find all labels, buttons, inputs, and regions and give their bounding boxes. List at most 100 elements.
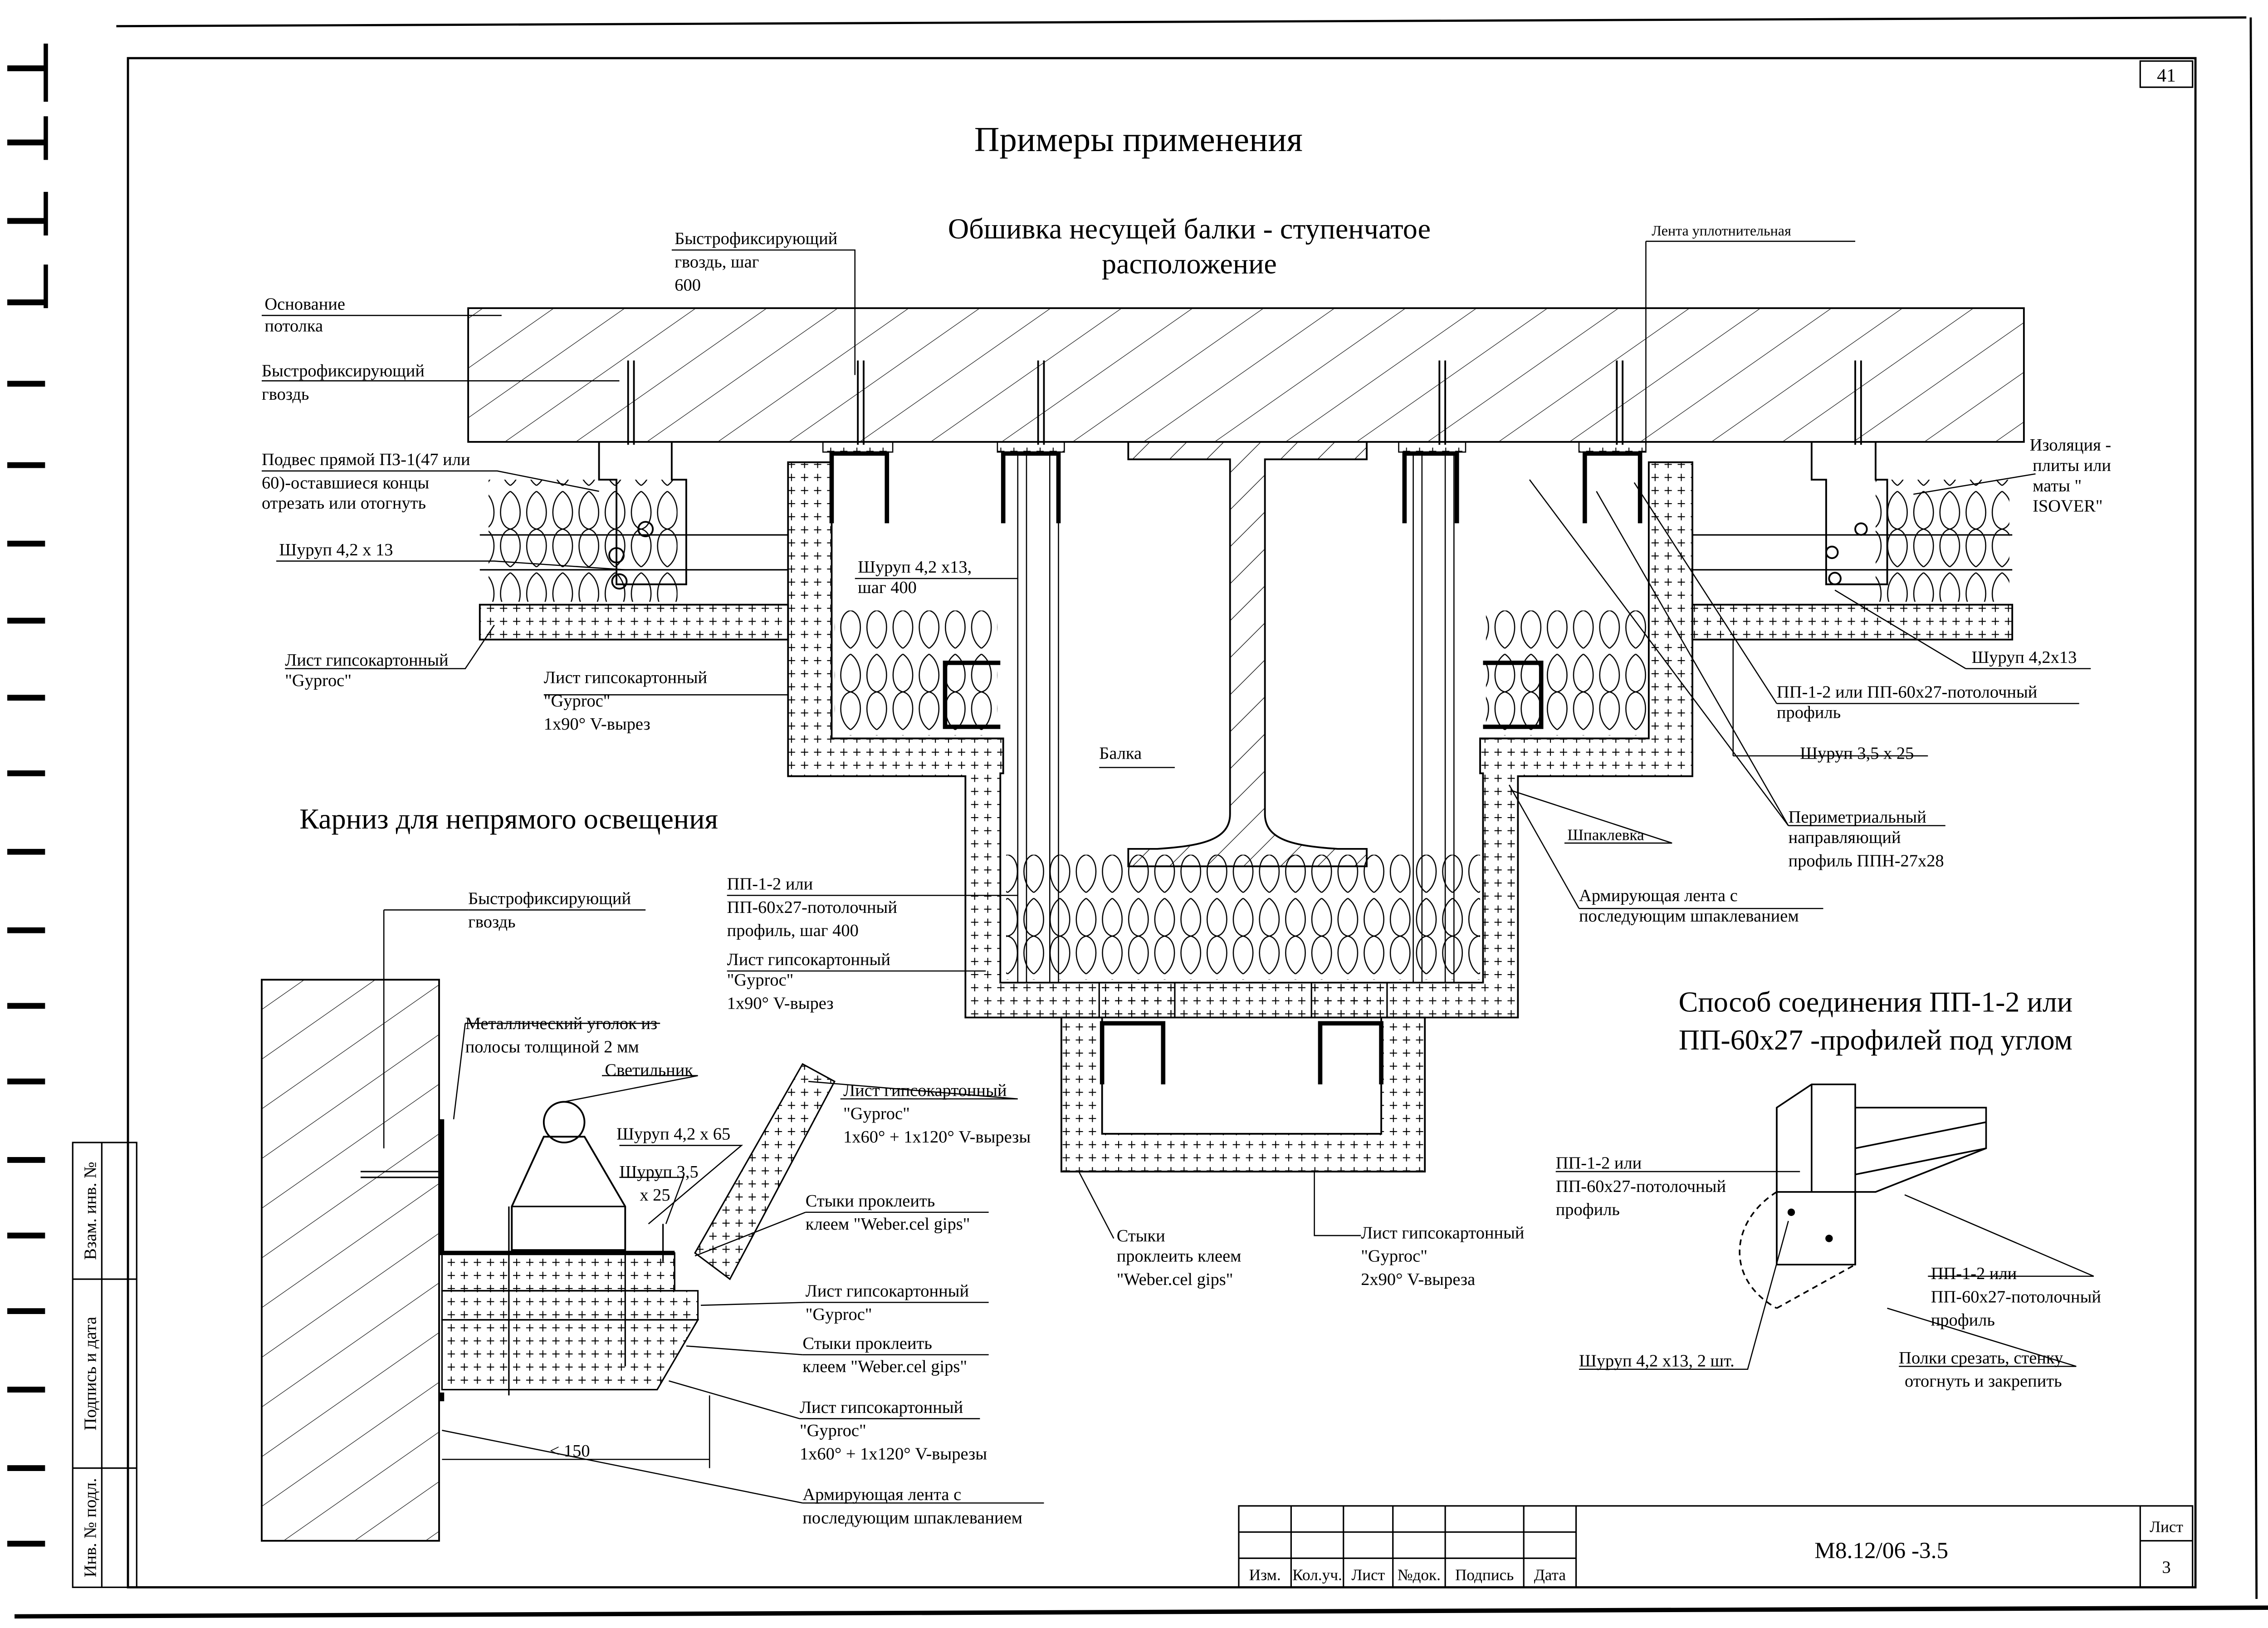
cornice-diagram bbox=[261, 979, 836, 1542]
label-joints-line2: проклеить клеем bbox=[1117, 1247, 1242, 1266]
label-pp-b-line3: профиль bbox=[1931, 1311, 1995, 1330]
label-pp-a-line3: профиль bbox=[1556, 1200, 1620, 1219]
tb-sheet-label: Лист bbox=[2150, 1518, 2183, 1536]
label-gyp2-line1: Лист гипсокартонный bbox=[544, 668, 707, 687]
label-armtape-line1: Армирующая лента с bbox=[1579, 886, 1738, 905]
label-screw-right: Шуруп 4,2х13 bbox=[1971, 648, 2077, 667]
tb-code: М8.12/06 -3.5 bbox=[1814, 1538, 1948, 1564]
section1-title-line1: Обшивка несущей балки - ступенчатое bbox=[948, 212, 1431, 245]
stamp-sign-date: Подпись и дата bbox=[81, 1317, 100, 1431]
bottom-gypsum-board bbox=[1060, 1016, 1426, 1173]
label-gyp-c-line2: "Gyproc" bbox=[800, 1421, 866, 1440]
title-block-text: Изм. Кол.уч. Лист №док. Подпись Дата М8.… bbox=[1249, 1518, 2183, 1584]
label-gyp4-line2: "Gyproc" bbox=[1361, 1247, 1427, 1266]
binding-holes bbox=[7, 44, 48, 1547]
leaders-section1 bbox=[261, 240, 2091, 1239]
label-beam: Балка bbox=[1099, 744, 1142, 763]
ceiling-profiles bbox=[829, 451, 1642, 1084]
label-base-line1: Основание bbox=[264, 294, 345, 314]
slab-nails bbox=[627, 360, 1862, 445]
label-screw-65: Шуруп 4,2 х 65 bbox=[616, 1125, 730, 1144]
label-nail-top-line1: Быстрофиксирующий bbox=[675, 229, 837, 248]
leaders-section2 bbox=[383, 909, 1044, 1504]
sheet-number-box bbox=[2139, 60, 2194, 88]
label-pp-step-line2: ПП-60х27-потолочный bbox=[727, 898, 897, 917]
cornice-screws bbox=[360, 1171, 664, 1396]
label-nail-top-line2: гвоздь, шаг bbox=[675, 252, 759, 271]
label-screw-mid-line2: шаг 400 bbox=[858, 578, 917, 597]
labels-section2: Быстрофиксирующий гвоздь Металлический у… bbox=[465, 889, 1031, 1528]
bottom-strip-right bbox=[1310, 982, 1388, 1019]
label-joints-line1: Стыки bbox=[1117, 1226, 1165, 1246]
label-perimeter-line2: направляющий bbox=[1789, 828, 1901, 847]
cornice-top-board bbox=[441, 1252, 675, 1292]
label-c-screw35-line2: х 25 bbox=[640, 1186, 670, 1205]
lamp bbox=[511, 1101, 626, 1251]
sheet-number-top: 41 bbox=[2157, 65, 2176, 86]
sealing-tapes bbox=[822, 441, 1647, 453]
label-c-nail-line2: гвоздь bbox=[468, 912, 515, 932]
beam-cladding-diagram bbox=[467, 307, 2025, 1173]
label-hanger-line3: отрезать или отогнуть bbox=[262, 494, 426, 513]
section3-title-line2: ПП-60х27 -профилей под углом bbox=[1679, 1024, 2072, 1056]
label-gyp-a-line2: "Gyproc" bbox=[843, 1104, 910, 1123]
label-gyp-c-line3: 1х60° + 1х120° V-вырезы bbox=[800, 1444, 987, 1463]
insulation-right bbox=[1875, 480, 2009, 602]
label-joints-a-line2: клеем "Weber.cel gips" bbox=[806, 1215, 970, 1234]
labels-section3: ПП-1-2 или ПП-60х27-потолочный профиль П… bbox=[1556, 1154, 2101, 1391]
label-joints-a-line1: Стыки проклеить bbox=[806, 1192, 935, 1211]
label-perimeter-line3: профиль ППН-27х28 bbox=[1789, 851, 1944, 870]
label-gyp-a-line1: Лист гипсокартонный bbox=[843, 1081, 1007, 1100]
label-lamp: Светильник bbox=[605, 1061, 693, 1080]
tb-sheet-num: 3 bbox=[2162, 1558, 2170, 1577]
metal-angle bbox=[440, 1119, 675, 1255]
wall bbox=[261, 979, 440, 1542]
insulation-left bbox=[489, 480, 678, 602]
label-pp-line2: профиль bbox=[1777, 703, 1841, 722]
label-gyp4-line3: 2х90° V-выреза bbox=[1361, 1270, 1475, 1289]
label-nail-line1: Быстрофиксирующий bbox=[262, 362, 425, 381]
label-gyp-c-line1: Лист гипсокартонный bbox=[800, 1398, 963, 1417]
label-joint-screw: Шуруп 4,2 х13, 2 шт. bbox=[1579, 1351, 1735, 1370]
label-insulation-line1: Изоляция - bbox=[2030, 436, 2112, 455]
label-pp-a-line1: ПП-1-2 или bbox=[1556, 1154, 1642, 1173]
label-gyp3-line3: 1х90° V-вырез bbox=[727, 994, 834, 1013]
label-insulation-line4: ISOVER" bbox=[2033, 497, 2103, 516]
tb-podpis: Подпись bbox=[1455, 1566, 1514, 1584]
title-block bbox=[1238, 1505, 2194, 1588]
label-c-screw35-line1: Шуруп 3,5 bbox=[619, 1162, 698, 1182]
leaders-section3 bbox=[1555, 1171, 2094, 1370]
label-pp-b-line2: ПП-60х27-потолочный bbox=[1931, 1287, 2101, 1306]
label-gyp-a-line3: 1х60° + 1х120° V-вырезы bbox=[843, 1128, 1031, 1147]
label-c-armtape-line1: Армирующая лента с bbox=[802, 1485, 961, 1504]
label-nail-top-line3: 600 bbox=[675, 276, 701, 295]
label-pp-step-line1: ПП-1-2 или bbox=[727, 875, 813, 894]
label-gyp-b-line1: Лист гипсокартонный bbox=[806, 1282, 969, 1301]
cornice-lower-board bbox=[441, 1319, 699, 1391]
insulation-bottom bbox=[1006, 854, 1481, 980]
label-base-line2: потолка bbox=[264, 316, 323, 335]
insulation-step-left bbox=[834, 610, 997, 736]
label-gyp3-line2: "Gyproc" bbox=[727, 971, 794, 990]
cornice-mid-board bbox=[441, 1290, 699, 1321]
label-screw-left: Шуруп 4,2 х 13 bbox=[279, 540, 393, 559]
hanger-right bbox=[1810, 441, 1888, 585]
label-screw-35: Шуруп 3,5 х 25 bbox=[1800, 744, 1914, 763]
label-gyp-b-line2: "Gyproc" bbox=[806, 1305, 872, 1324]
label-gyp1-line2: "Gyproc" bbox=[285, 671, 352, 690]
i-beam bbox=[1127, 441, 1368, 868]
label-gyp1-line1: Лист гипсокартонный bbox=[285, 651, 448, 670]
label-pp-b-line1: ПП-1-2 или bbox=[1931, 1264, 2017, 1283]
label-putty: Шпаклевка bbox=[1567, 826, 1644, 844]
label-screw-mid-line1: Шуруп 4,2 х13, bbox=[858, 558, 972, 577]
stamp-inv-podl: Инв. № подл. bbox=[81, 1478, 100, 1577]
insulation-step-right bbox=[1486, 610, 1649, 736]
label-insulation-line2: плиты или bbox=[2033, 456, 2111, 475]
side-stamp: Инв. № подл. Подпись и дата Взам. инв. № bbox=[72, 1142, 137, 1588]
label-perimeter-line1: Периметриальный bbox=[1789, 808, 1926, 827]
label-gyp3-line1: Лист гипсокартонный bbox=[727, 950, 890, 969]
label-angle-line2: полосы толщиной 2 мм bbox=[465, 1037, 639, 1056]
label-gyp2-line2: "Gyproc" bbox=[544, 691, 611, 711]
profile-joint-diagram bbox=[1739, 1084, 1987, 1309]
